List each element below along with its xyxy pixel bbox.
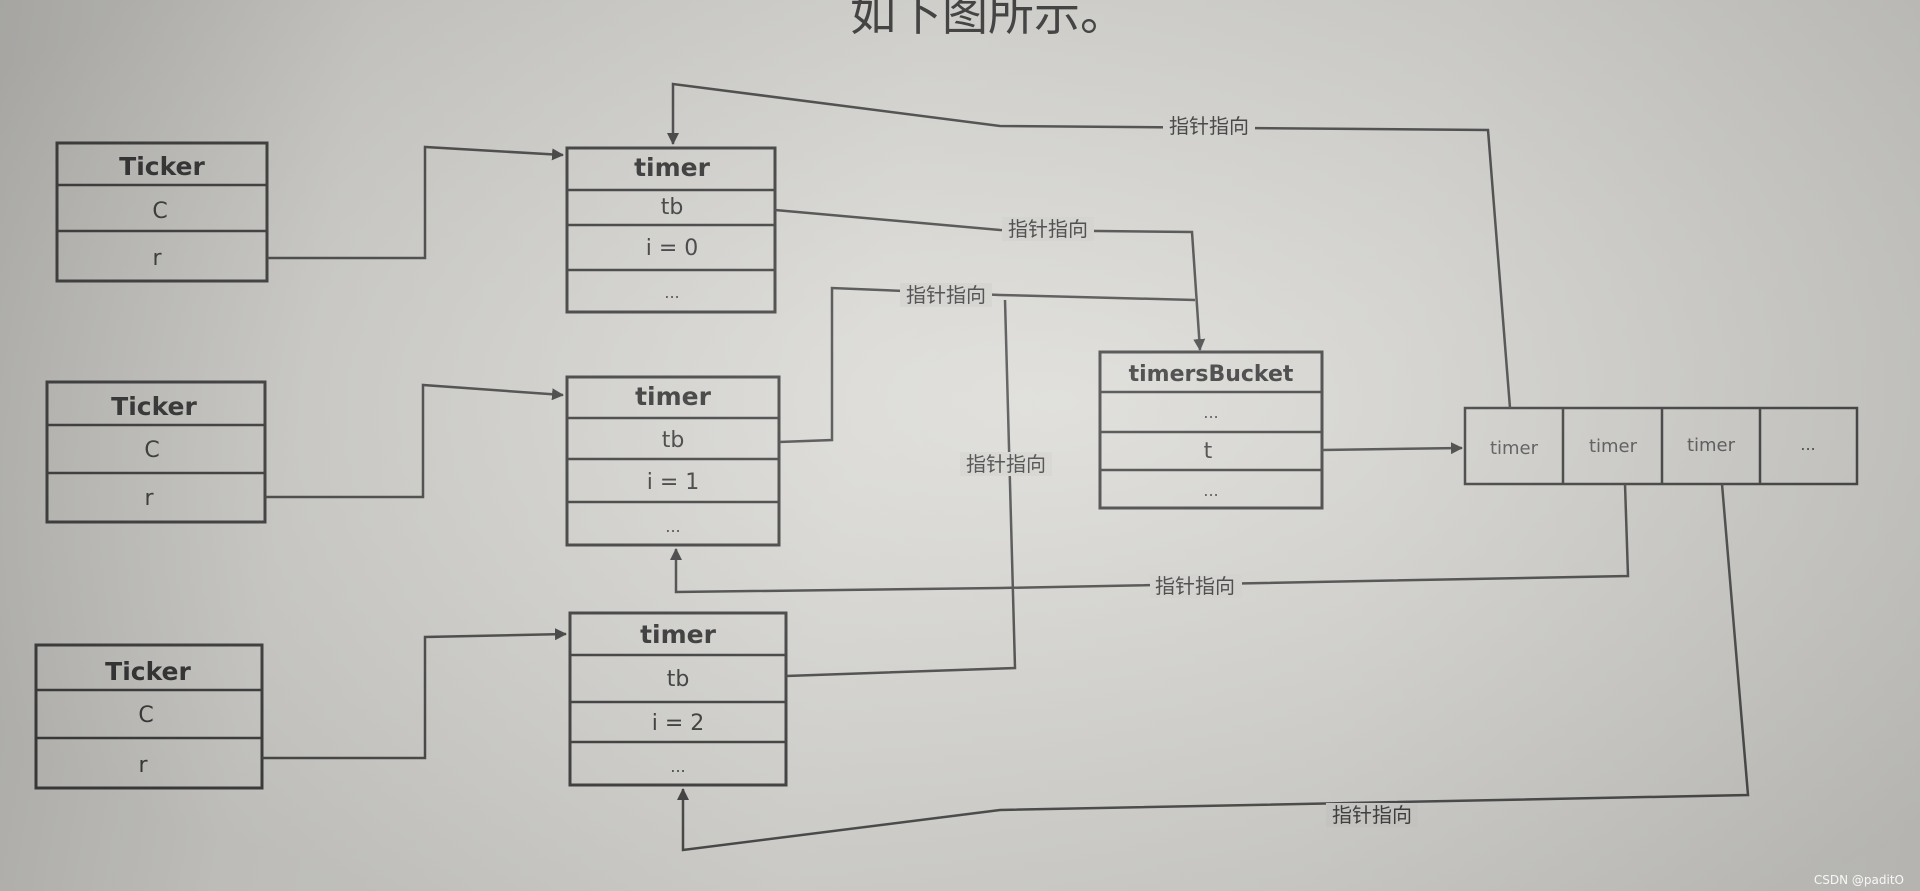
timer-tb-to-bucket-arrow — [785, 299, 1017, 678]
timer-array-slot: ... — [1800, 435, 1815, 454]
watermark: CSDN @paditO — [1813, 873, 1904, 887]
ticker-box-1: Ticker C r — [55, 141, 269, 283]
array-to-timer-arrow — [667, 82, 1512, 409]
svg-text:指针指向: 指针指向 — [1332, 803, 1412, 827]
svg-text:指针指向: 指针指向 — [1169, 114, 1249, 138]
timers-bucket-row: t — [1204, 439, 1213, 464]
ticker-box-2: Ticker C r — [45, 380, 267, 524]
ticker-to-timer-arrow — [262, 628, 567, 760]
timer-box-2: timer tb i = 1 ... — [565, 375, 781, 547]
bucket-to-array-arrow — [1321, 442, 1463, 455]
pointer-label: 指针指向 — [1326, 803, 1418, 827]
timers-bucket-box: timersBucket ... t ... — [1098, 350, 1324, 510]
timer-field-tb: tb — [667, 667, 690, 692]
ticker-title: Ticker — [105, 657, 191, 686]
ticker-title: Ticker — [111, 392, 197, 421]
timer-field-tb: tb — [661, 195, 684, 220]
timer-field-more: ... — [665, 517, 680, 536]
svg-text:指针指向: 指针指向 — [1155, 574, 1235, 598]
svg-text:指针指向: 指针指向 — [906, 283, 986, 307]
svg-text:指针指向: 指针指向 — [1008, 217, 1088, 241]
ticker-field-c: C — [144, 438, 159, 463]
timer-field-tb: tb — [662, 428, 685, 453]
ticker-field-c: C — [152, 199, 167, 224]
ticker-to-timer-arrow — [265, 383, 564, 499]
timer-array-slot: timer — [1687, 435, 1736, 456]
timers-bucket-row: ... — [1203, 481, 1218, 500]
timer-title: timer — [635, 382, 712, 411]
timer-array-slot: timer — [1490, 438, 1539, 459]
timer-field-more: ... — [670, 757, 685, 776]
pointer-label: 指针指向 — [1163, 114, 1255, 138]
pointer-label: 指针指向 — [900, 283, 992, 307]
timer-title: timer — [634, 153, 711, 182]
timer-tb-to-bucket-arrow — [774, 208, 1206, 351]
timer-array: timer timer timer ... — [1463, 406, 1859, 486]
timers-bucket-row: ... — [1203, 403, 1218, 422]
timer-box-3: timer tb i = 2 ... — [568, 611, 788, 787]
ticker-box-3: Ticker C r — [34, 643, 264, 790]
timer-box-1: timer tb i = 0 ... — [565, 146, 777, 314]
array-to-timer-arrow — [670, 483, 1630, 594]
ticker-field-r: r — [144, 486, 154, 511]
timer-field-i: i = 0 — [646, 236, 699, 261]
array-to-timer-arrow — [677, 483, 1750, 852]
timer-field-i: i = 2 — [652, 711, 705, 736]
ticker-field-r: r — [138, 753, 148, 778]
heading-fragment: 如下图所示。 — [850, 0, 1126, 41]
ticker-field-r: r — [152, 246, 162, 271]
timer-array-slot: timer — [1589, 436, 1638, 457]
pointer-label: 指针指向 — [1002, 217, 1094, 241]
ticker-title: Ticker — [119, 152, 205, 181]
timers-bucket-title: timersBucket — [1129, 362, 1294, 387]
timer-title: timer — [640, 620, 717, 649]
ticker-to-timer-arrow — [267, 145, 564, 260]
ticker-field-c: C — [138, 703, 153, 728]
svg-text:指针指向: 指针指向 — [966, 452, 1046, 476]
timer-field-more: ... — [664, 283, 679, 302]
pointer-label: 指针指向 — [960, 452, 1052, 476]
pointer-label: 指针指向 — [1150, 574, 1242, 598]
timer-field-i: i = 1 — [647, 470, 700, 495]
timer-tb-to-bucket-arrow — [778, 286, 1196, 444]
